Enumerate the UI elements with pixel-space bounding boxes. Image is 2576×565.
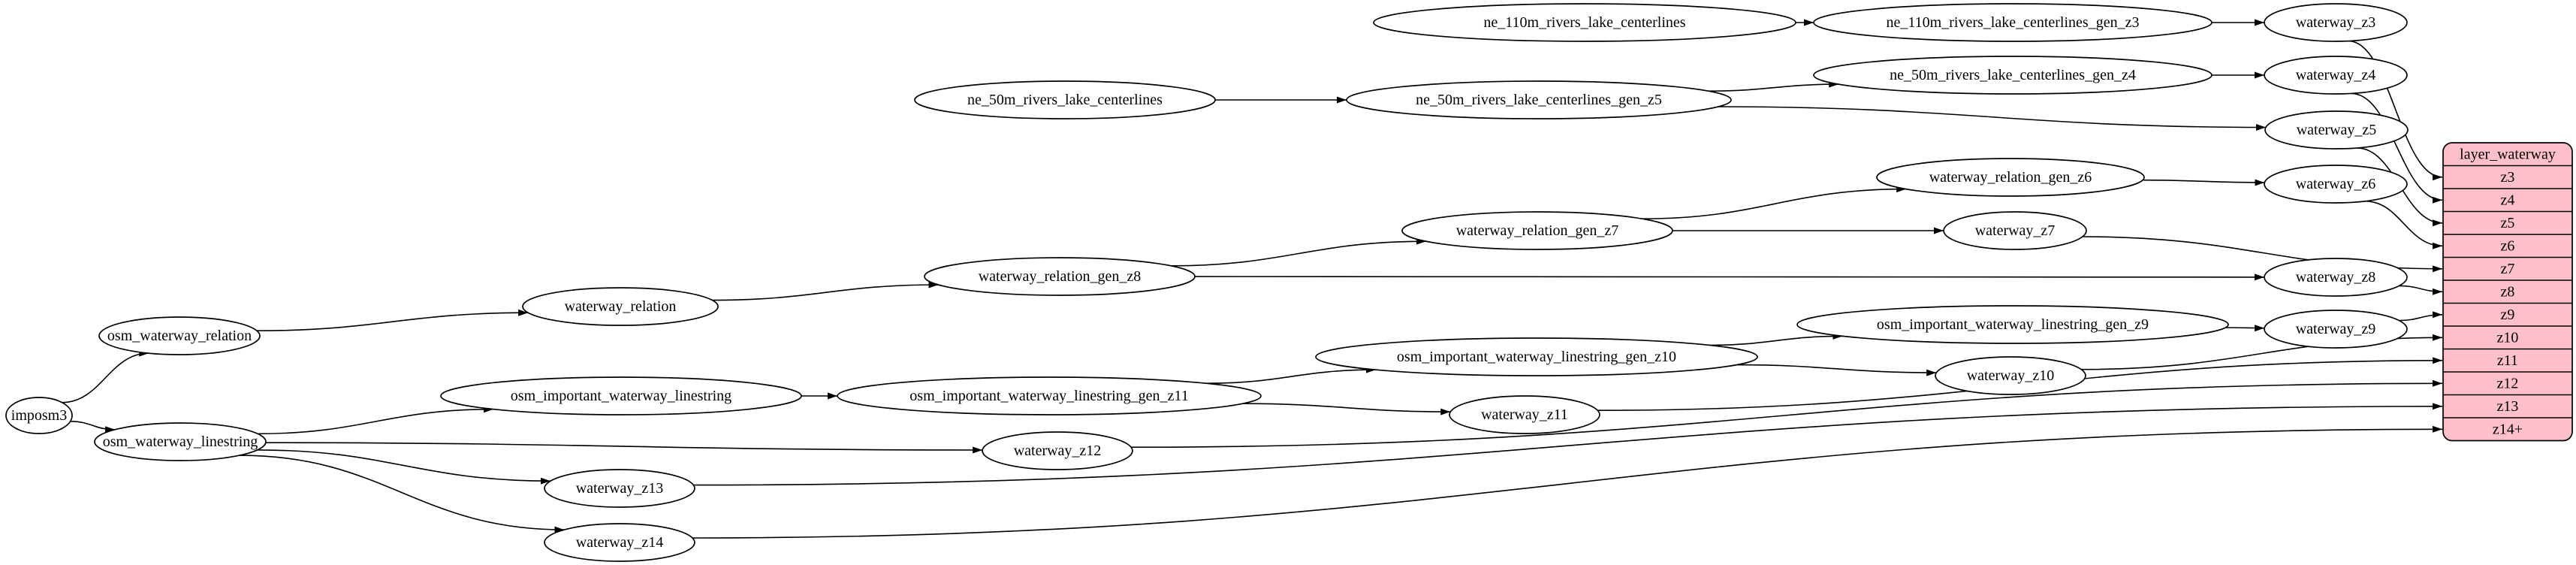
table-row-z14+: z14+: [2493, 421, 2523, 437]
node-waterway_relation_gen_z7: waterway_relation_gen_z7: [1401, 211, 1673, 250]
node-label: waterway_z4: [2296, 67, 2376, 83]
node-waterway_z10: waterway_z10: [1935, 356, 2086, 395]
node-ne_110m_rivers_lake_centerlines_gen_z3: ne_110m_rivers_lake_centerlines_gen_z3: [1813, 3, 2213, 42]
node-label: ne_110m_rivers_lake_centerlines: [1483, 14, 1685, 31]
node-label: osm_important_waterway_linestring: [511, 388, 731, 404]
edge-osm_important_waterway_linestring_gen_z11-to-osm_important_waterway_linestring_gen_z10: [1206, 366, 1377, 384]
edge-osm_important_waterway_linestring_gen_z10-to-osm_important_waterway_linestring_gen_z9: [1709, 332, 1843, 346]
node-osm_important_waterway_linestring_gen_z9: osm_important_waterway_linestring_gen_z9: [1796, 305, 2229, 344]
table-row-z11: z11: [2497, 352, 2518, 369]
node-label: osm_waterway_linestring: [103, 434, 258, 450]
node-ne_50m_rivers_lake_centerlines_gen_z5: ne_50m_rivers_lake_centerlines_gen_z5: [1346, 80, 1732, 119]
node-label: waterway_z7: [1975, 222, 2056, 239]
node-waterway_z3: waterway_z3: [2264, 3, 2408, 42]
node-ne_50m_rivers_lake_centerlines_gen_z4: ne_50m_rivers_lake_centerlines_gen_z4: [1813, 56, 2213, 95]
node-ne_50m_rivers_lake_centerlines: ne_50m_rivers_lake_centerlines: [914, 80, 1216, 119]
node-label: ne_110m_rivers_lake_centerlines_gen_z3: [1887, 14, 2140, 31]
node-label: waterway_z9: [2296, 321, 2376, 337]
table-row-z9: z9: [2501, 307, 2515, 323]
edge-waterway_relation_gen_z8-to-waterway_z8: [1194, 273, 2265, 281]
node-waterway_relation_gen_z8: waterway_relation_gen_z8: [924, 257, 1196, 296]
edge-waterway_z4-to-layer_waterway-z4: [2351, 92, 2443, 204]
edge-imposm3-to-osm_waterway_relation: [62, 349, 149, 403]
node-waterway_z4: waterway_z4: [2264, 56, 2408, 95]
node-label: osm_waterway_relation: [107, 328, 252, 344]
node-label: ne_50m_rivers_lake_centerlines_gen_z4: [1890, 67, 2136, 83]
node-label: waterway_z5: [2297, 122, 2377, 138]
node-label: waterway_z10: [1967, 367, 2055, 384]
table-row-z4: z4: [2501, 192, 2515, 208]
node-label: waterway_relation_gen_z7: [1456, 222, 1619, 239]
node-waterway_relation_gen_z6: waterway_relation_gen_z6: [1876, 158, 2145, 197]
node-label: waterway_z3: [2296, 14, 2376, 31]
table-layer_waterway: layer_waterway z3 z4 z5 z6 z7 z8 z9 z10 z11 z12 z13…: [2442, 142, 2573, 442]
node-waterway_relation: waterway_relation: [522, 287, 719, 326]
edge-imposm3-to-osm_waterway_linestring: [70, 421, 116, 434]
edge-waterway_z13-to-layer_waterway-z13: [693, 403, 2443, 486]
node-osm_waterway_linestring: osm_waterway_linestring: [94, 422, 267, 461]
node-label: ne_50m_rivers_lake_centerlines_gen_z5: [1416, 92, 1662, 108]
node-label: osm_important_waterway_linestring_gen_z1…: [909, 388, 1188, 404]
edge-osm_important_waterway_linestring_gen_z11-to-waterway_z11: [1242, 403, 1451, 415]
node-waterway_z6: waterway_z6: [2264, 165, 2408, 204]
table-row-z8: z8: [2501, 283, 2515, 300]
edge-waterway_relation_gen_z7-to-waterway_relation_gen_z6: [1642, 186, 1907, 219]
node-label: waterway_relation: [565, 298, 677, 315]
node-osm_waterway_relation: osm_waterway_relation: [98, 316, 261, 355]
node-waterway_z7: waterway_z7: [1943, 211, 2087, 250]
node-waterway_z11: waterway_z11: [1449, 395, 1600, 434]
node-label: waterway_z13: [576, 480, 664, 497]
node-label: waterway_relation_gen_z8: [979, 268, 1142, 285]
edge-osm_waterway_linestring-to-waterway_z12: [265, 442, 983, 454]
node-ne_110m_rivers_lake_centerlines: ne_110m_rivers_lake_centerlines: [1373, 3, 1796, 42]
edge-waterway_z14-to-layer_waterway-z14+: [692, 425, 2443, 539]
edge-osm_waterway_linestring-to-waterway_z14: [239, 455, 565, 533]
node-label: ne_50m_rivers_lake_centerlines: [967, 92, 1163, 108]
edge-osm_waterway_linestring-to-osm_important_waterway_linestring: [257, 406, 494, 435]
node-label: osm_important_waterway_linestring_gen_z1…: [1397, 349, 1676, 365]
edge-waterway_z3-to-layer_waterway-z3: [2348, 40, 2443, 181]
node-label: waterway_z8: [2296, 269, 2376, 286]
edge-osm_waterway_relation-to-waterway_relation: [256, 309, 529, 331]
node-waterway_z12: waterway_z12: [982, 431, 1133, 470]
node-waterway_z9: waterway_z9: [2264, 310, 2408, 349]
table-row-z13: z13: [2497, 398, 2519, 415]
node-osm_important_waterway_linestring: osm_important_waterway_linestring: [440, 376, 802, 415]
node-waterway_z13: waterway_z13: [544, 469, 695, 508]
edge-osm_waterway_linestring-to-waterway_z13: [257, 449, 550, 485]
node-label: waterway_z11: [1481, 406, 1568, 423]
table-row-z3: z3: [2501, 169, 2515, 186]
edge-ne_50m_rivers_lake_centerlines_gen_z5-to-ne_50m_rivers_lake_centerlines_gen_z4: [1708, 80, 1839, 92]
node-waterway_z8: waterway_z8: [2264, 258, 2408, 297]
node-label: osm_important_waterway_linestring_gen_z9: [1877, 316, 2149, 333]
edge-osm_important_waterway_linestring_gen_z10-to-waterway_z10: [1736, 364, 1937, 376]
edge-waterway_relation_gen_z8-to-waterway_relation_gen_z7: [1171, 237, 1426, 267]
table-title: layer_waterway: [2460, 146, 2556, 162]
node-waterway_z5: waterway_z5: [2264, 110, 2409, 150]
table-row-z10: z10: [2497, 329, 2519, 346]
edge-ne_50m_rivers_lake_centerlines_gen_z5-to-waterway_z5: [1718, 106, 2267, 131]
node-label: waterway_z12: [1014, 443, 1102, 459]
node-label: waterway_z6: [2296, 176, 2376, 192]
node-imposm3: imposm3: [5, 397, 73, 434]
table-row-z6: z6: [2501, 237, 2515, 254]
edge-waterway_relation-to-waterway_relation_gen_z8: [712, 281, 939, 301]
edge-waterway_z9-to-layer_waterway-z9: [2399, 311, 2443, 322]
edge-waterway_z8-to-layer_waterway-z8: [2399, 285, 2443, 295]
table-row-z12: z12: [2497, 375, 2519, 391]
node-label: waterway_relation_gen_z6: [1929, 169, 2092, 186]
node-waterway_z14: waterway_z14: [544, 523, 695, 562]
table-row-z7: z7: [2501, 261, 2515, 277]
table-row-z5: z5: [2501, 215, 2515, 231]
node-osm_important_waterway_linestring_gen_z11: osm_important_waterway_linestring_gen_z1…: [837, 376, 1262, 415]
node-label: imposm3: [11, 407, 67, 424]
edge-waterway_z12-to-layer_waterway-z12: [1131, 379, 2443, 448]
edge-waterway_z6-to-layer_waterway-z6: [2365, 201, 2443, 249]
node-label: waterway_z14: [576, 534, 664, 551]
node-osm_important_waterway_linestring_gen_z10: osm_important_waterway_linestring_gen_z1…: [1315, 337, 1758, 376]
edge-waterway_relation_gen_z6-to-waterway_z6: [2143, 179, 2265, 186]
